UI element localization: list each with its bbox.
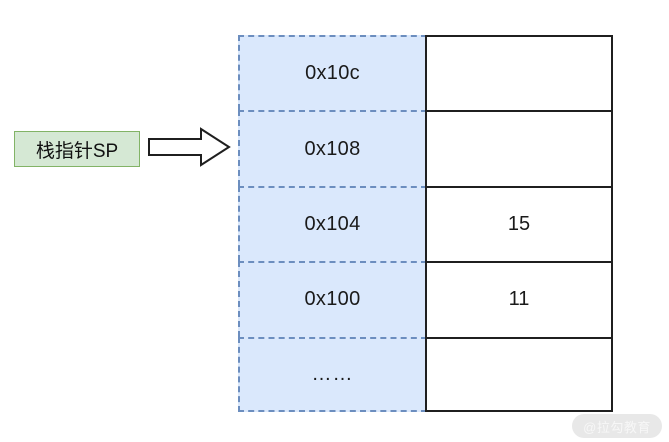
address-cell: 0x104 <box>238 185 427 262</box>
value-cell <box>425 336 613 413</box>
table-row: 0x100 11 <box>238 261 615 337</box>
table-row: 0x104 15 <box>238 185 615 262</box>
stack-memory-table: 0x10c 0x108 0x104 15 0x100 11 …… <box>238 35 615 413</box>
watermark: @拉勾教育 <box>572 414 662 438</box>
right-arrow-icon <box>147 126 231 168</box>
value-cell <box>425 110 613 186</box>
value-cell: 15 <box>425 185 613 262</box>
value-cell <box>425 35 613 111</box>
address-cell: 0x108 <box>238 110 427 186</box>
table-row: 0x108 <box>238 110 615 186</box>
address-cell: …… <box>238 336 427 413</box>
table-row: 0x10c <box>238 35 615 111</box>
stack-pointer-label: 栈指针SP <box>14 131 140 167</box>
table-row: …… <box>238 336 615 413</box>
address-cell: 0x10c <box>238 35 427 111</box>
address-cell: 0x100 <box>238 261 427 337</box>
value-cell: 11 <box>425 261 613 337</box>
